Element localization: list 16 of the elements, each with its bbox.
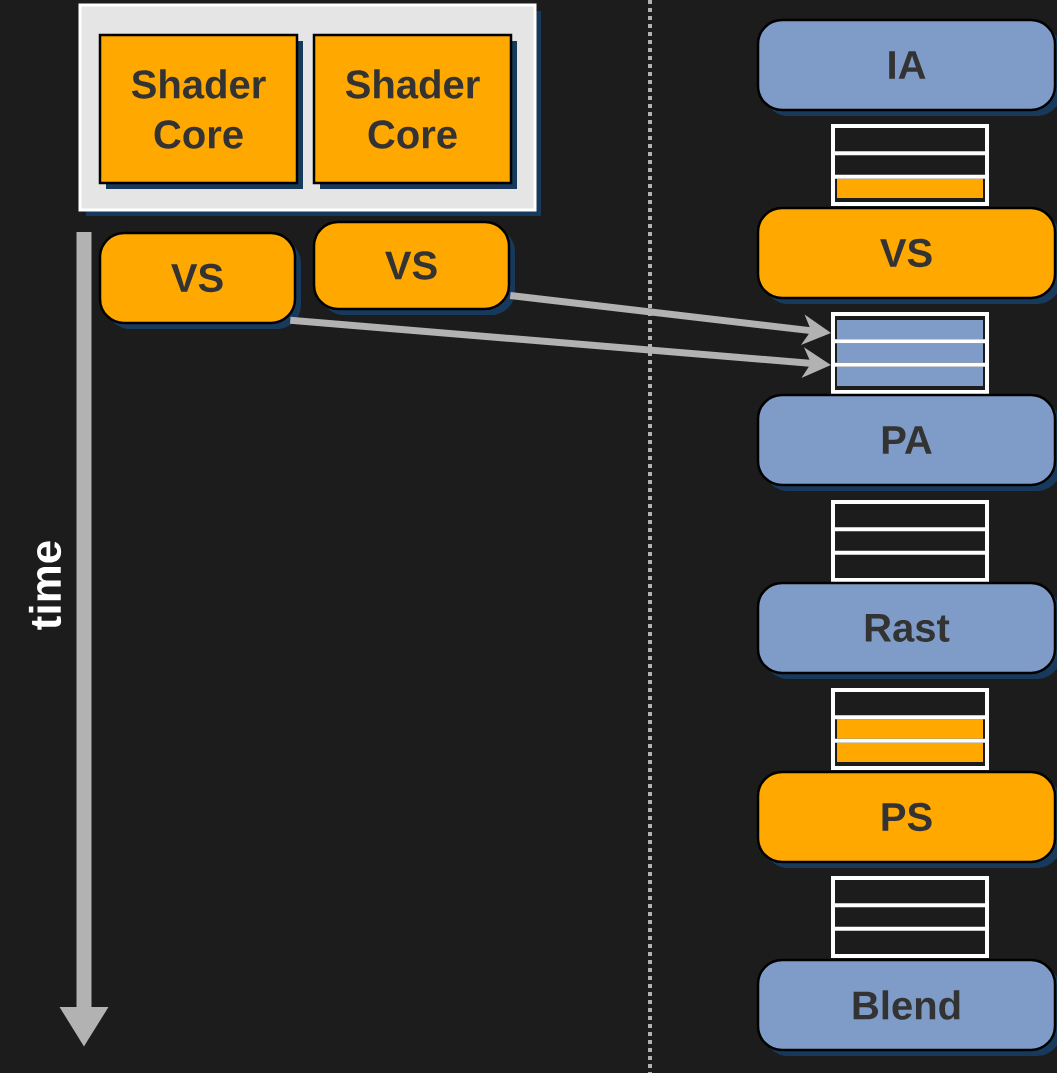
pipeline-stage-box: VS [312, 220, 515, 315]
queue-buffer [831, 312, 989, 394]
pipeline-stage-box: Rast [756, 581, 1057, 679]
pipeline-stage-box: VS [756, 206, 1057, 304]
queue-buffer [831, 876, 989, 958]
queue-buffer [831, 124, 989, 206]
queue-buffer [831, 688, 989, 770]
pipeline-stage-box: Blend [756, 958, 1057, 1056]
pipeline-stage-box: IA [756, 18, 1057, 116]
shader-core-box: Shader Core [312, 33, 517, 189]
queue-buffer [831, 500, 989, 582]
pipeline-stage-box: VS [98, 231, 301, 329]
shader-core-box: Shader Core [98, 33, 303, 189]
pipeline-stage-box: PA [756, 393, 1057, 491]
axis-label: time [28, 541, 62, 630]
pipeline-stage-box: PS [756, 770, 1057, 868]
